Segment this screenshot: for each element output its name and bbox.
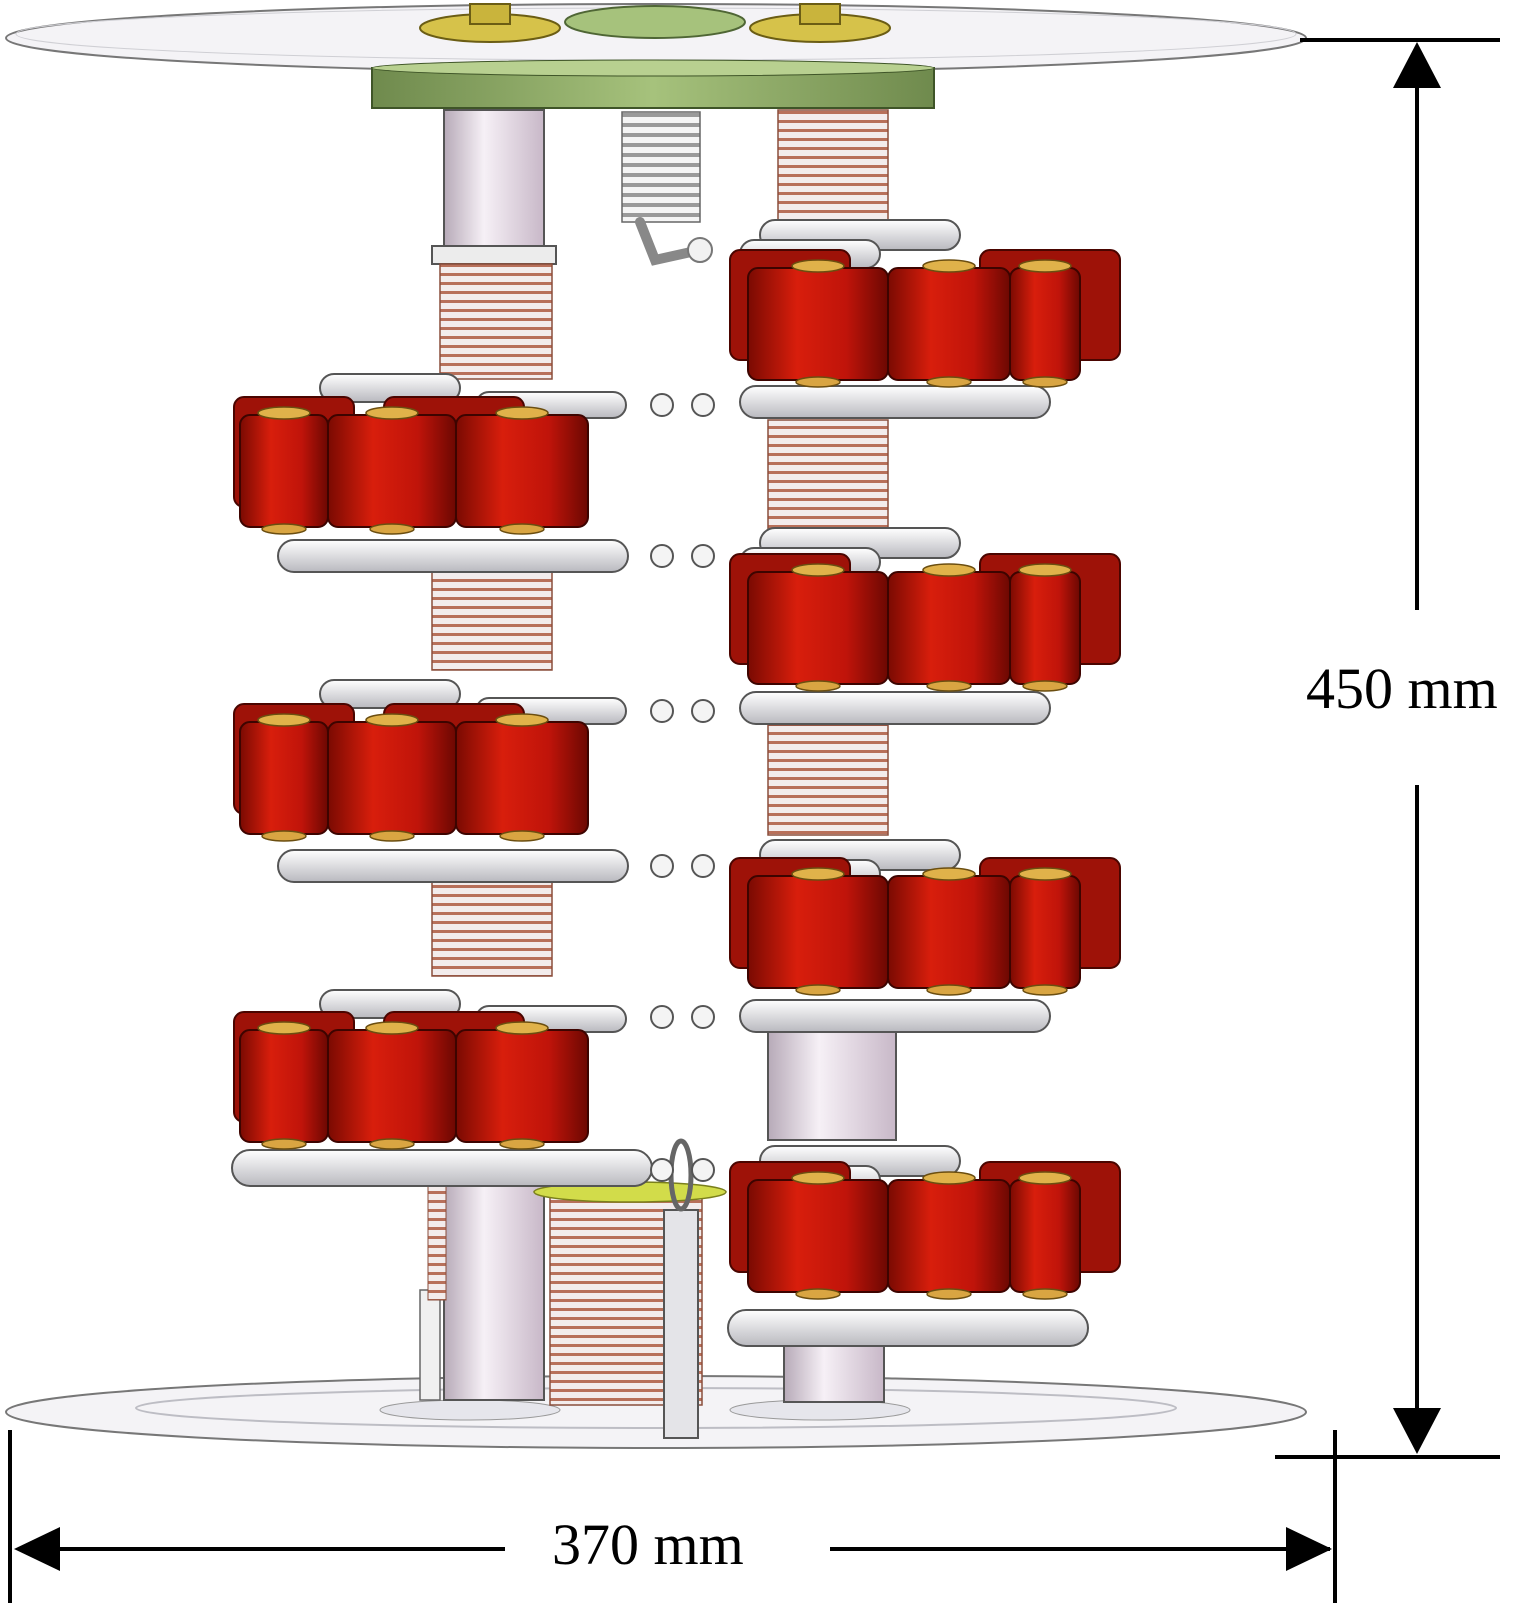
capacitor	[887, 875, 1011, 989]
capacitor-terminal	[365, 713, 419, 727]
capacitor-terminal	[499, 1138, 545, 1150]
capacitor	[747, 1179, 889, 1293]
capacitor	[455, 1029, 589, 1143]
capacitor-terminal	[795, 376, 841, 388]
capacitor	[455, 414, 589, 528]
capacitor-terminal	[922, 867, 976, 881]
capacitor	[327, 1029, 457, 1143]
capacitor	[1009, 267, 1081, 381]
capacitor	[1009, 1179, 1081, 1293]
right-coil	[767, 109, 889, 836]
capacitor	[455, 721, 589, 835]
capacitor-bank	[729, 249, 1121, 388]
capacitor	[239, 721, 329, 835]
capacitor	[327, 721, 457, 835]
capacitor-terminal	[922, 259, 976, 273]
capacitor-terminal	[261, 830, 307, 842]
capacitor-terminal	[1022, 376, 1068, 388]
top-center-spring	[621, 111, 713, 266]
capacitor-bank	[729, 553, 1121, 692]
capacitor	[747, 875, 889, 989]
capacitor-terminal	[369, 523, 415, 535]
capacitor-terminal	[1018, 867, 1072, 881]
capacitor-bank	[233, 1011, 589, 1150]
capacitor-terminal	[795, 1288, 841, 1300]
capacitor-terminal	[369, 1138, 415, 1150]
capacitor	[747, 267, 889, 381]
bottom-plate	[5, 1375, 1307, 1449]
capacitor-terminal	[926, 1288, 972, 1300]
capacitor-terminal	[922, 1171, 976, 1185]
capacitor-bank	[729, 1161, 1121, 1300]
capacitor-terminal	[495, 713, 549, 727]
capacitor-terminal	[926, 984, 972, 996]
capacitor-terminal	[261, 523, 307, 535]
capacitor	[327, 414, 457, 528]
capacitor-terminal	[926, 680, 972, 692]
capacitor-terminal	[926, 376, 972, 388]
capacitor-terminal	[257, 406, 311, 420]
left-coil	[427, 263, 553, 1301]
capacitor-banks	[233, 249, 1121, 1300]
height-dimension-label: 450 mm	[1302, 660, 1502, 718]
capacitor-terminal	[791, 259, 845, 273]
capacitor-terminal	[257, 713, 311, 727]
width-dimension-label: 370 mm	[548, 1516, 748, 1574]
capacitor-terminal	[261, 1138, 307, 1150]
capacitor-terminal	[791, 867, 845, 881]
capacitor	[1009, 571, 1081, 685]
capacitor-bank	[233, 703, 589, 842]
capacitor	[887, 1179, 1011, 1293]
capacitor-terminal	[922, 563, 976, 577]
capacitor-terminal	[791, 563, 845, 577]
capacitor	[887, 267, 1011, 381]
capacitor	[1009, 875, 1081, 989]
capacitor	[239, 1029, 329, 1143]
capacitor-bank	[729, 857, 1121, 996]
capacitor-terminal	[365, 1021, 419, 1035]
capacitor-terminal	[1022, 1288, 1068, 1300]
capacitor-terminal	[1018, 259, 1072, 273]
capacitor-bank	[233, 396, 589, 535]
capacitor-terminal	[795, 984, 841, 996]
capacitor-terminal	[365, 406, 419, 420]
width-dimension	[8, 1430, 1337, 1603]
capacitor-terminal	[495, 1021, 549, 1035]
top-flange	[371, 59, 935, 109]
capacitor	[239, 414, 329, 528]
capacitor-terminal	[499, 830, 545, 842]
capacitor-terminal	[795, 680, 841, 692]
capacitor-terminal	[1022, 680, 1068, 692]
left-support-rod	[419, 109, 557, 1401]
top-bolt-flanges	[419, 3, 891, 43]
capacitor-terminal	[257, 1021, 311, 1035]
capacitor-terminal	[1018, 563, 1072, 577]
spark-gap-electrodes	[650, 393, 715, 1182]
capacitor-terminal	[791, 1171, 845, 1185]
capacitor-terminal	[369, 830, 415, 842]
capacitor	[747, 571, 889, 685]
capacitor-terminal	[1022, 984, 1068, 996]
capacitor	[887, 571, 1011, 685]
capacitor-terminal	[499, 523, 545, 535]
capacitor-terminal	[495, 406, 549, 420]
height-dimension	[1275, 38, 1500, 1459]
trigger-rod	[663, 1138, 699, 1439]
capacitor-terminal	[1018, 1171, 1072, 1185]
